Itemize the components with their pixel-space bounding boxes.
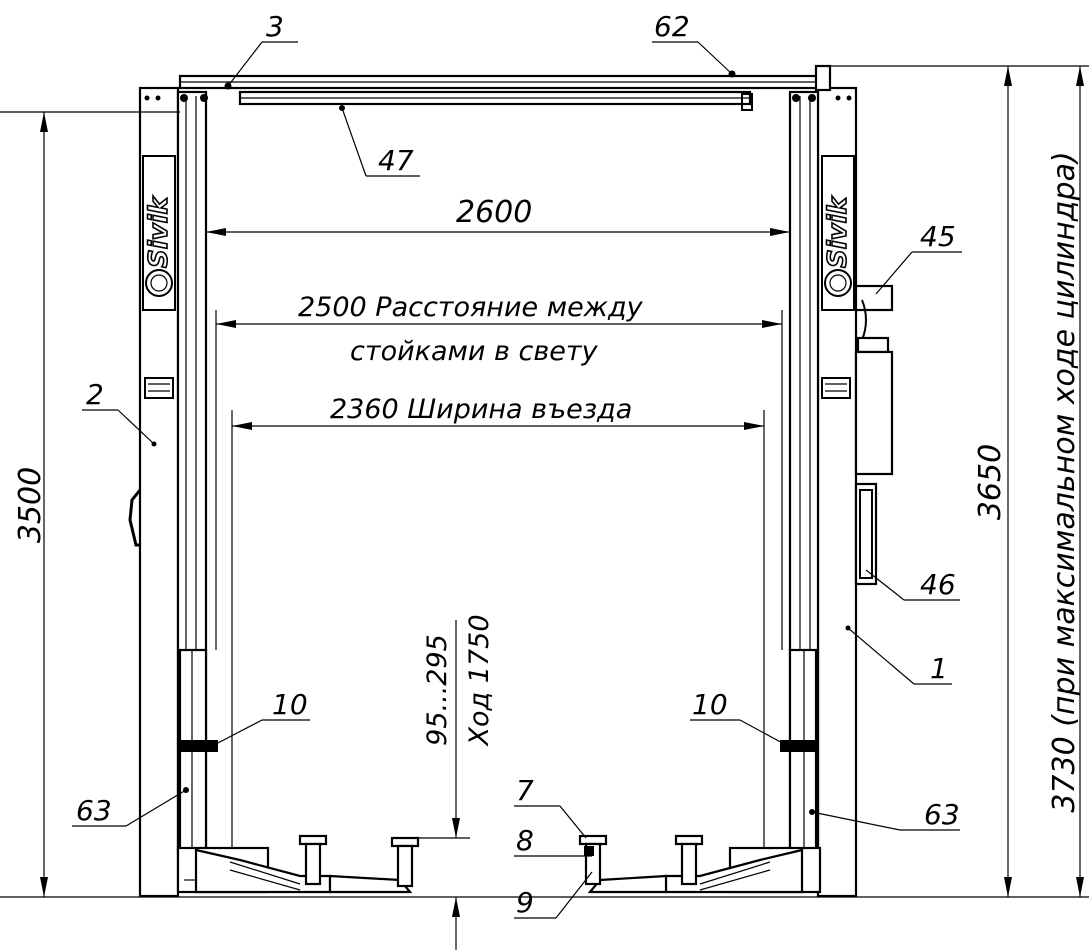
dim-2360	[231, 410, 765, 848]
left-post: Sivik	[128, 86, 218, 898]
brand-logo-right: Sivik	[823, 196, 853, 268]
overhead-beam	[178, 70, 822, 111]
callout-7: 7	[516, 774, 534, 807]
callout-62: 62	[654, 10, 690, 43]
callout-63-left: 63	[76, 794, 112, 827]
right-arm-assembly	[578, 834, 822, 894]
dim-label-pickup: 95...295	[422, 634, 453, 746]
callout-3: 3	[266, 10, 284, 43]
dim-3730	[1076, 66, 1084, 897]
callout-47: 47	[378, 144, 414, 177]
dim-3500	[0, 111, 180, 897]
right-post: Sivik	[780, 64, 894, 898]
dim-label-3730: 3730 (при максимальном ходе цилиндра)	[1047, 151, 1082, 812]
dim-label-2500-line2: стойками в свету	[350, 336, 599, 367]
callout-leaders	[72, 41, 962, 919]
callout-45: 45	[920, 220, 956, 253]
dim-label-travel: Ход 1750	[464, 615, 495, 748]
callout-10-right: 10	[692, 688, 728, 721]
callout-2: 2	[86, 378, 104, 411]
dim-3650	[830, 65, 1089, 897]
dim-label-3500: 3500	[13, 467, 48, 543]
callout-46: 46	[920, 568, 956, 601]
dim-label-2360: 2360 Ширина въезда	[330, 394, 632, 425]
left-arm-assembly	[176, 834, 420, 894]
callout-9: 9	[516, 886, 534, 919]
dim-2600	[206, 228, 790, 236]
dim-label-3650: 3650	[973, 444, 1008, 520]
callout-8: 8	[516, 824, 534, 857]
dim-label-2600: 2600	[456, 195, 532, 230]
callout-63-right: 63	[924, 798, 960, 831]
dim-2500	[215, 310, 783, 650]
dim-label-2500: 2500 Расстояние между	[298, 292, 644, 323]
callout-1: 1	[930, 652, 948, 685]
callout-10-left: 10	[272, 688, 308, 721]
dim-travel	[412, 620, 470, 950]
brand-logo-left: Sivik	[144, 196, 174, 268]
